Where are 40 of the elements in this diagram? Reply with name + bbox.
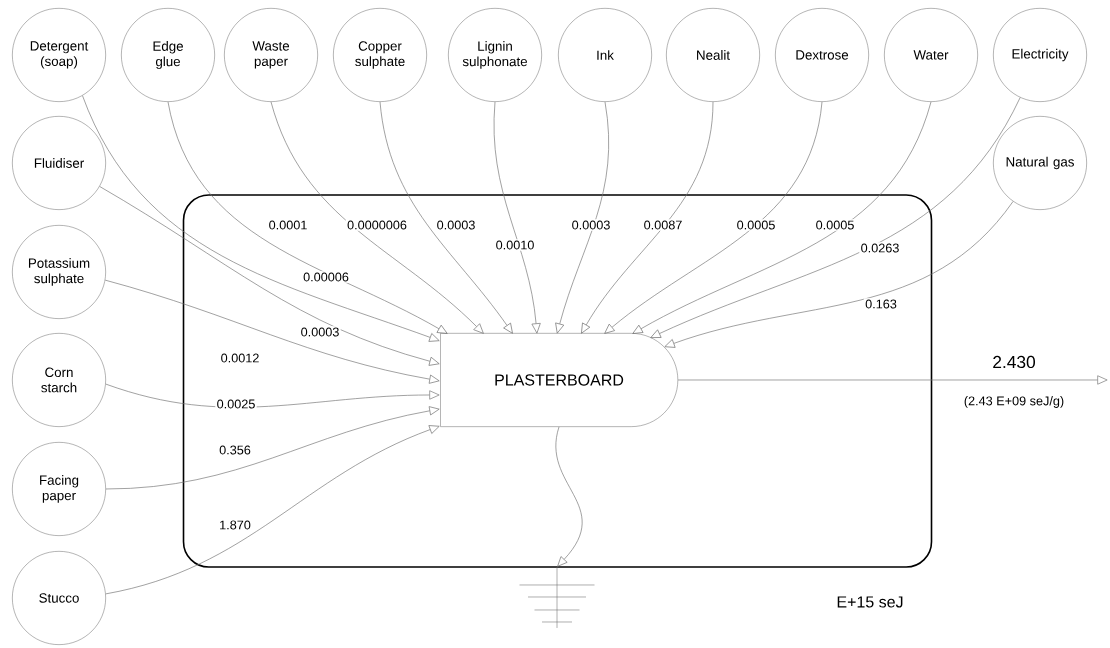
edge-label: 0.0087 xyxy=(642,219,684,231)
flow-arrow xyxy=(99,186,440,366)
flow-arrow xyxy=(555,426,583,567)
flow-arrow xyxy=(632,101,932,334)
edge-label: 0.356 xyxy=(217,444,253,456)
unit-note: (2.43 E+09 seJ/g) xyxy=(964,396,1064,408)
ground-symbol xyxy=(519,566,595,629)
edge-label: 0.0003 xyxy=(435,219,477,231)
flow-arrow xyxy=(104,279,440,384)
edge-label: 0.0005 xyxy=(814,219,856,231)
system-boundary xyxy=(182,194,933,568)
edge-label: 1.870 xyxy=(217,519,253,531)
flow-arrow xyxy=(105,406,440,490)
flow-arrow xyxy=(604,101,823,334)
edge-label: 0.00006 xyxy=(301,271,351,283)
edge-label: 2.430 xyxy=(991,354,1038,370)
edge-label: 0.163 xyxy=(863,298,899,310)
flow-arrow xyxy=(105,425,440,595)
flow-arrow xyxy=(650,97,1021,338)
flow-arrow xyxy=(555,101,610,334)
edge-label: 0.0010 xyxy=(494,239,536,251)
flow-arrow xyxy=(677,375,1108,385)
flow-arrow xyxy=(82,95,440,342)
edge-label: 0.0001 xyxy=(267,219,309,231)
edge-label: 0.0003 xyxy=(299,326,341,338)
edge-label: 0.0263 xyxy=(859,242,901,254)
edge-label: 0.0000006 xyxy=(345,219,409,231)
flow-arrow xyxy=(105,383,440,408)
flow-arrow xyxy=(167,101,448,334)
flow-arrow xyxy=(270,101,484,334)
unit-note: E+15 seJ xyxy=(837,596,903,608)
edge-label: 0.0025 xyxy=(215,398,257,410)
flow-arrow xyxy=(379,101,513,334)
flow-arrow xyxy=(493,101,541,334)
edge-label: 0.0003 xyxy=(570,219,612,231)
edge-label: 0.0005 xyxy=(735,219,777,231)
edge-label: 0.0012 xyxy=(219,352,261,364)
flow-arrow xyxy=(581,101,714,334)
process-box: PLASTERBOARD xyxy=(440,333,679,427)
flow-arrow xyxy=(664,201,1014,348)
